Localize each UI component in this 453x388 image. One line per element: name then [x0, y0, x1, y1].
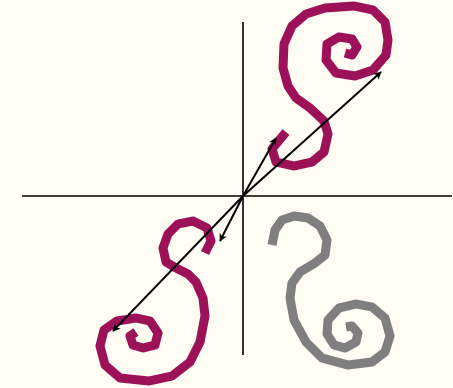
transformation-diagram: [0, 0, 453, 388]
